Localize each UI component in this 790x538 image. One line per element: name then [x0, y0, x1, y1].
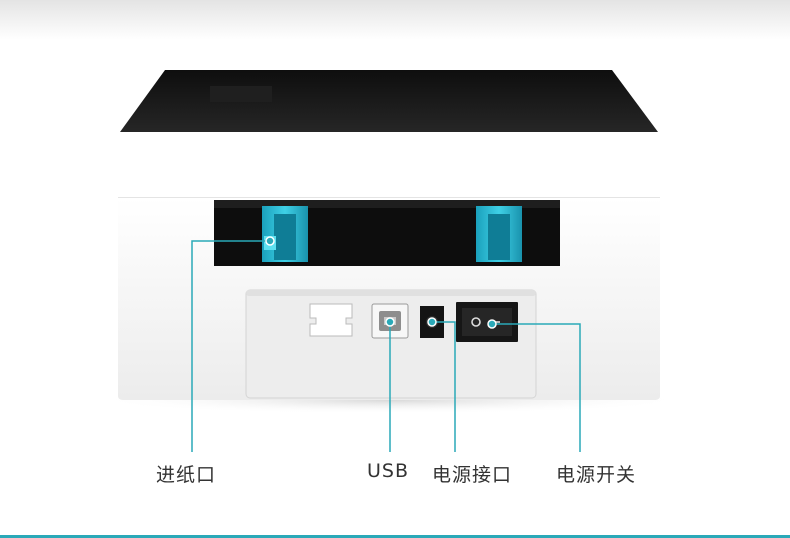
bottom-accent-bar — [0, 535, 790, 538]
printer-lid — [120, 70, 658, 132]
callout-label-paper-inlet: 进纸口 — [156, 464, 217, 486]
callout-dots — [265, 236, 497, 329]
lid-logo-recess — [210, 86, 272, 102]
top-shadow — [0, 0, 790, 40]
callout-label-power-switch: 电源开关 — [556, 464, 637, 486]
power-switch — [456, 302, 518, 342]
callout-lines — [191, 240, 581, 452]
blank-port — [309, 303, 353, 337]
right-paper-guide — [476, 206, 522, 262]
callout-label-power-port: 电源接口 — [432, 464, 513, 486]
printer-upper-band — [118, 132, 660, 198]
left-paper-guide — [262, 206, 308, 262]
callout-label-usb: USB — [367, 460, 410, 482]
